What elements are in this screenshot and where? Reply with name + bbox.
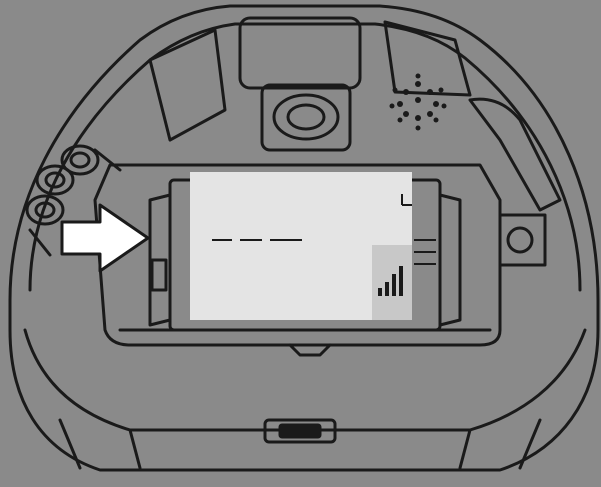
signal-bars-icon	[378, 266, 403, 296]
battery-bay-left-wall	[148, 193, 172, 327]
bottom-clip	[263, 418, 337, 444]
device-skirt-bottom	[58, 418, 542, 470]
top-right-compartment	[383, 20, 472, 97]
right-side-latch	[468, 97, 562, 267]
top-center-compartment	[238, 16, 362, 90]
port-ring-outer	[272, 93, 340, 141]
insert-direction-arrow-icon	[60, 203, 150, 273]
left-side-tab	[150, 258, 168, 292]
left-side-connectors	[25, 144, 122, 257]
inner-cavity	[93, 163, 502, 347]
bottom-clip-inner	[278, 423, 322, 439]
port-ring-inner	[286, 103, 326, 131]
port-recess	[260, 83, 352, 152]
top-left-compartment	[148, 28, 227, 142]
device-outer-shell	[8, 4, 600, 472]
battery-label-sticker	[190, 172, 436, 320]
speaker-grille-icon	[389, 73, 447, 131]
battery-bay-right-wall	[438, 193, 462, 327]
device-shell-inner-rim	[28, 22, 582, 292]
